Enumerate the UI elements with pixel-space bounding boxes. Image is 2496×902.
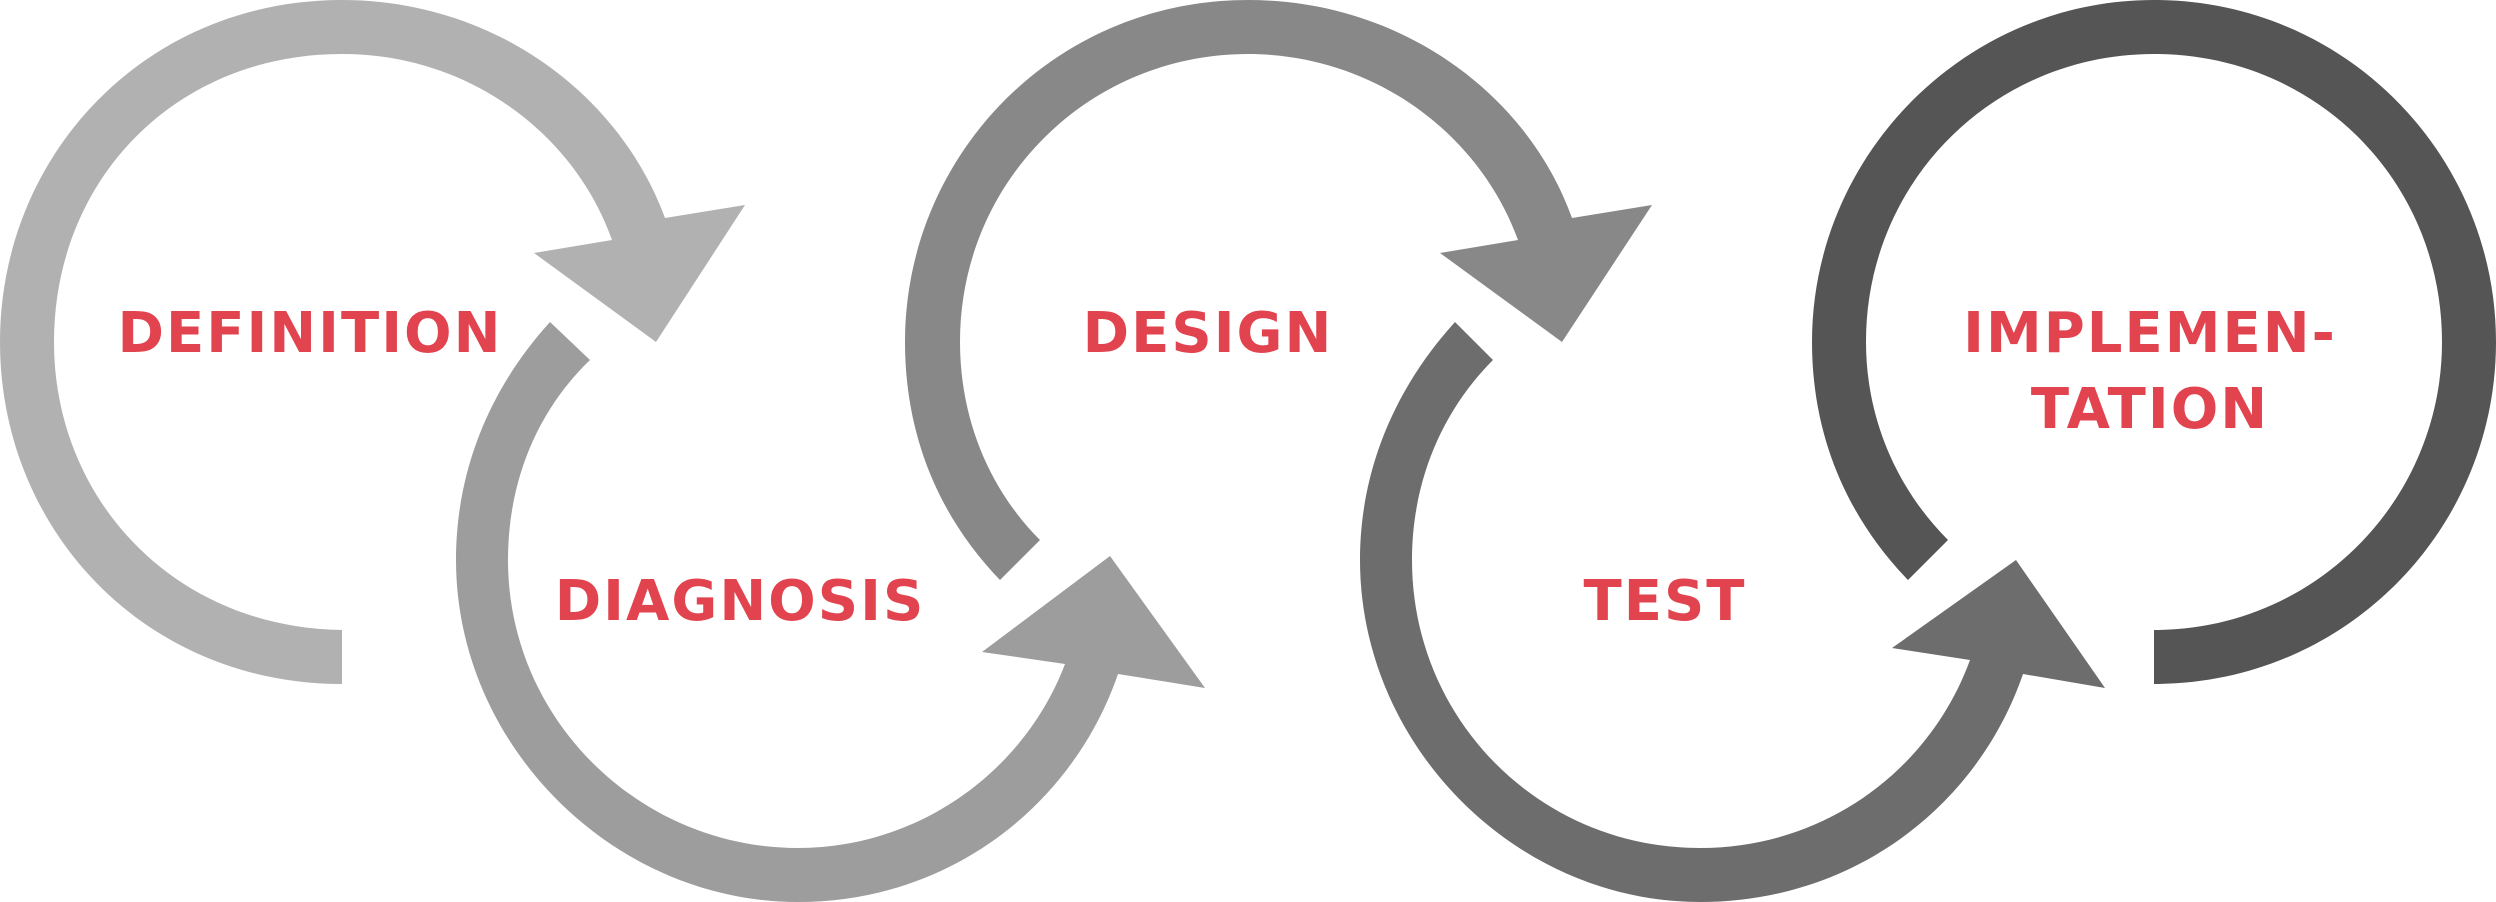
diagnosis-arrow-icon <box>456 322 1205 902</box>
test-loop: TEST <box>1360 322 2105 902</box>
diagnosis-label: DIAGNOSIS <box>555 569 926 634</box>
implementation-loop: IMPLEMEN- TATION <box>1812 0 2496 684</box>
design-loop: DESIGN <box>905 0 1652 580</box>
design-label: DESIGN <box>1083 301 1334 366</box>
diagnosis-loop: DIAGNOSIS <box>456 322 1205 902</box>
definition-label: DEFINITION <box>117 301 502 366</box>
implementation-label-line1: IMPLEMEN- <box>1963 301 2337 366</box>
test-label: TEST <box>1584 569 1747 634</box>
implementation-label-line2: TATION <box>2031 377 2269 442</box>
test-arrow-icon <box>1360 322 2105 902</box>
design-arrow-icon <box>905 0 1652 580</box>
definition-loop: DEFINITION <box>0 0 745 684</box>
